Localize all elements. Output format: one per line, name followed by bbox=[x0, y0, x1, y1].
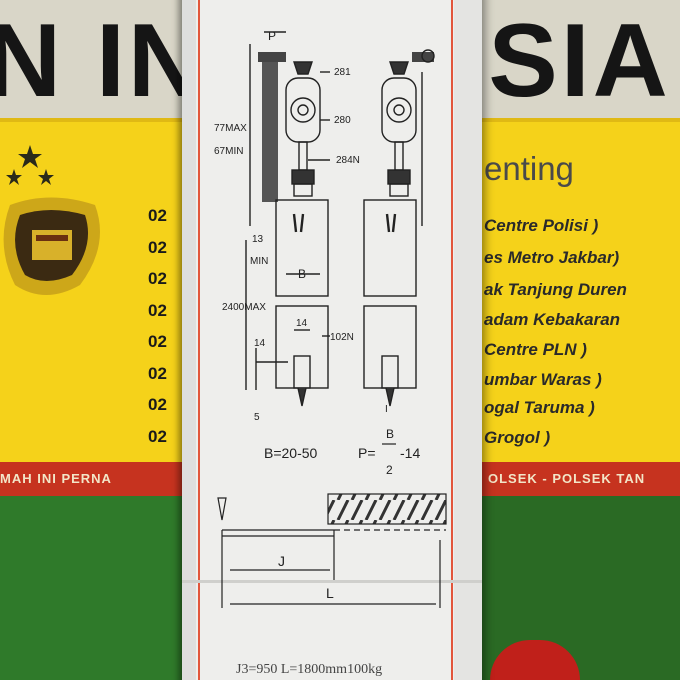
board-number-column: 02 02 02 02 02 02 02 02 bbox=[148, 200, 188, 452]
product-box bbox=[182, 0, 482, 680]
board-list-item: ak Tanjung Duren bbox=[484, 280, 627, 299]
formula-b: B=20-50 bbox=[264, 445, 318, 461]
board-number: 02 bbox=[148, 395, 167, 414]
board-list-item: Grogol ) bbox=[484, 428, 551, 447]
part-102n-label: 102N bbox=[330, 332, 354, 343]
dim-l-label: L bbox=[326, 585, 334, 601]
part-281-label: 281 bbox=[334, 67, 351, 78]
dim-14-top-label: 14 bbox=[296, 318, 308, 329]
dim-min-label: MIN bbox=[250, 256, 268, 267]
dim-p-label: P bbox=[268, 29, 276, 43]
board-list-title: enting bbox=[484, 150, 574, 187]
formula-p-lhs: P= bbox=[358, 445, 376, 461]
dim-5-label: 5 bbox=[254, 412, 260, 423]
background-heading-left: N IN bbox=[0, 6, 206, 116]
police-emblem-icon bbox=[3, 145, 101, 295]
board-list-item: Centre PLN ) bbox=[484, 340, 587, 359]
board-number: 02 bbox=[148, 269, 167, 288]
board-list-item: adam Kebakaran bbox=[484, 310, 621, 329]
technical-drawing: P 281 280 284N 77MAX 67MIN 13 MIN B 2400… bbox=[214, 29, 447, 608]
dim-j-label: J bbox=[278, 553, 285, 569]
banner-text-left: MAH INI PERNA bbox=[0, 471, 112, 486]
board-number: 02 bbox=[148, 300, 167, 320]
formula-p-top-mark: I bbox=[385, 404, 388, 415]
banner-text-right: OLSEK - POLSEK TAN bbox=[488, 471, 646, 486]
board-list-item: ogal Taruma ) bbox=[484, 398, 595, 417]
board-number: 02 bbox=[148, 206, 167, 225]
dim-67min-label: 67MIN bbox=[214, 146, 243, 157]
dim-77max-label: 77MAX bbox=[214, 123, 247, 134]
board-number: 02 bbox=[148, 332, 167, 351]
box-bottom-spec: J3=950 L=1800mm100kg bbox=[236, 662, 383, 677]
board-list-item: umbar Waras ) bbox=[484, 370, 602, 389]
left-hanger-assembly bbox=[245, 31, 330, 407]
part-284n-label: 284N bbox=[336, 155, 360, 166]
formula-p-denominator: 2 bbox=[386, 463, 393, 477]
part-280-label: 280 bbox=[334, 115, 351, 126]
board-number: 02 bbox=[148, 363, 167, 383]
board-number: 02 bbox=[148, 237, 167, 257]
box-red-line-right bbox=[451, 0, 453, 680]
dim-b-label: B bbox=[298, 267, 306, 281]
formula-p-numerator: B bbox=[386, 427, 394, 441]
dim-2400max-label: 2400MAX bbox=[222, 302, 266, 313]
box-red-line-left bbox=[198, 0, 200, 680]
board-number: 02 bbox=[148, 426, 167, 446]
formula-p-tail: -14 bbox=[400, 445, 420, 461]
board-list-item: Centre Polisi ) bbox=[484, 216, 599, 235]
track-drawing bbox=[217, 493, 447, 608]
dim-14-side-label: 14 bbox=[254, 338, 266, 349]
right-hanger-assembly bbox=[363, 49, 435, 407]
dim-13-label: 13 bbox=[252, 234, 264, 245]
board-list-item: es Metro Jakbar) bbox=[484, 248, 620, 267]
